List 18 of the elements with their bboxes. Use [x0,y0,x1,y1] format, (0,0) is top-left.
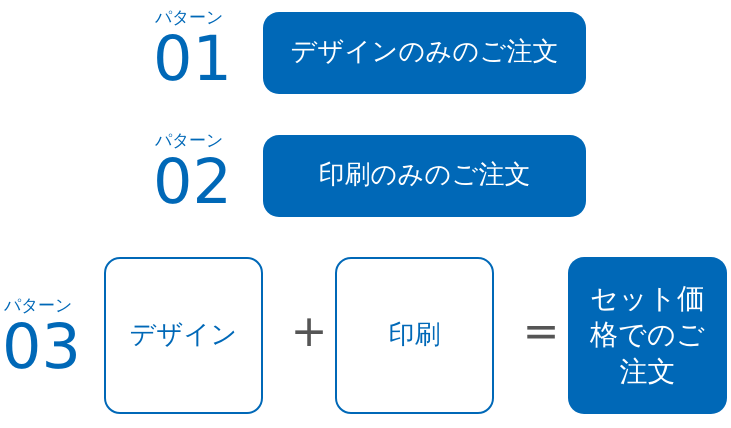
pattern-label: パターン [155,10,223,27]
pattern-number: 01 [153,28,232,90]
pattern-number: 03 [2,316,81,378]
outlined-box [335,257,494,414]
pattern-label: パターン [4,298,72,315]
box-text: 印刷のみのご注文 [318,159,530,192]
pattern-number: 02 [153,151,232,213]
outlined-box [104,257,263,414]
box-text: 印刷 [388,318,440,352]
box-text: デザイン [130,318,238,352]
filled-box [263,135,586,217]
filled-box [568,257,727,414]
operator-symbol: = [522,310,560,354]
box-text: デザインのみのご注文 [290,36,558,70]
pattern-label: パターン [155,133,223,150]
operator-symbol: + [290,310,328,354]
box-text: セット価格でのご注文 [589,280,706,390]
filled-box [263,12,586,94]
